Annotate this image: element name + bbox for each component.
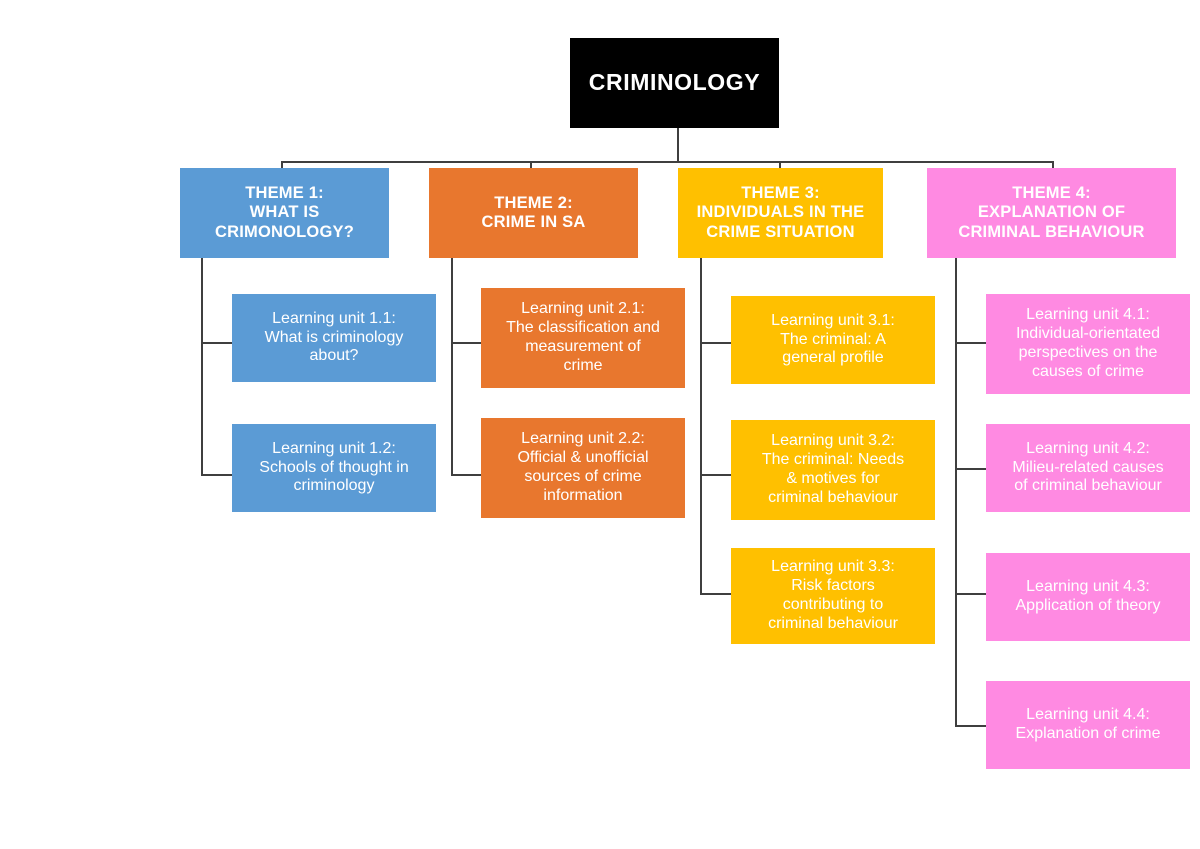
- connector-theme-3-unit-1: [700, 342, 732, 344]
- connector-distribution-bar: [281, 161, 1053, 163]
- learning-unit-node-2-1[interactable]: Learning unit 2.1: The classification an…: [481, 288, 685, 388]
- connector-to-theme-4: [1052, 161, 1054, 171]
- connector-theme-4-unit-4: [955, 725, 987, 727]
- theme-node-4[interactable]: THEME 4: EXPLANATION OF CRIMINAL BEHAVIO…: [927, 168, 1176, 258]
- connector-theme-1-trunk: [201, 258, 203, 475]
- learning-unit-node-3-3[interactable]: Learning unit 3.3: Risk factors contribu…: [731, 548, 935, 644]
- theme-node-2[interactable]: THEME 2: CRIME IN SA: [429, 168, 638, 258]
- connector-theme-1-unit-2: [201, 474, 233, 476]
- connector-to-theme-1: [281, 161, 283, 171]
- connector-theme-4-trunk: [955, 258, 957, 725]
- connector-theme-2-trunk: [451, 258, 453, 475]
- connector-theme-3-unit-2: [700, 474, 732, 476]
- connector-theme-3-trunk: [700, 258, 702, 593]
- connector-root-stem: [677, 128, 679, 162]
- connector-theme-4-unit-1: [955, 342, 987, 344]
- connector-to-theme-2: [530, 161, 532, 171]
- learning-unit-node-2-2[interactable]: Learning unit 2.2: Official & unofficial…: [481, 418, 685, 518]
- learning-unit-node-3-1[interactable]: Learning unit 3.1: The criminal: A gener…: [731, 296, 935, 384]
- connector-theme-2-unit-1: [451, 342, 483, 344]
- connector-theme-2-unit-2: [451, 474, 483, 476]
- learning-unit-node-4-3[interactable]: Learning unit 4.3: Application of theory: [986, 553, 1190, 641]
- connector-to-theme-3: [779, 161, 781, 171]
- connector-theme-4-unit-2: [955, 468, 987, 470]
- learning-unit-node-1-1[interactable]: Learning unit 1.1: What is criminology a…: [232, 294, 436, 382]
- root-node-criminology[interactable]: CRIMINOLOGY: [570, 38, 779, 128]
- learning-unit-node-1-2[interactable]: Learning unit 1.2: Schools of thought in…: [232, 424, 436, 512]
- theme-node-3[interactable]: THEME 3: INDIVIDUALS IN THE CRIME SITUAT…: [678, 168, 883, 258]
- connector-theme-1-unit-1: [201, 342, 233, 344]
- learning-unit-node-4-1[interactable]: Learning unit 4.1: Individual-orientated…: [986, 294, 1190, 394]
- learning-unit-node-3-2[interactable]: Learning unit 3.2: The criminal: Needs &…: [731, 420, 935, 520]
- learning-unit-node-4-2[interactable]: Learning unit 4.2: Milieu-related causes…: [986, 424, 1190, 512]
- connector-theme-4-unit-3: [955, 593, 987, 595]
- connector-theme-3-unit-3: [700, 593, 732, 595]
- learning-unit-node-4-4[interactable]: Learning unit 4.4: Explanation of crime: [986, 681, 1190, 769]
- theme-node-1[interactable]: THEME 1: WHAT IS CRIMONOLOGY?: [180, 168, 389, 258]
